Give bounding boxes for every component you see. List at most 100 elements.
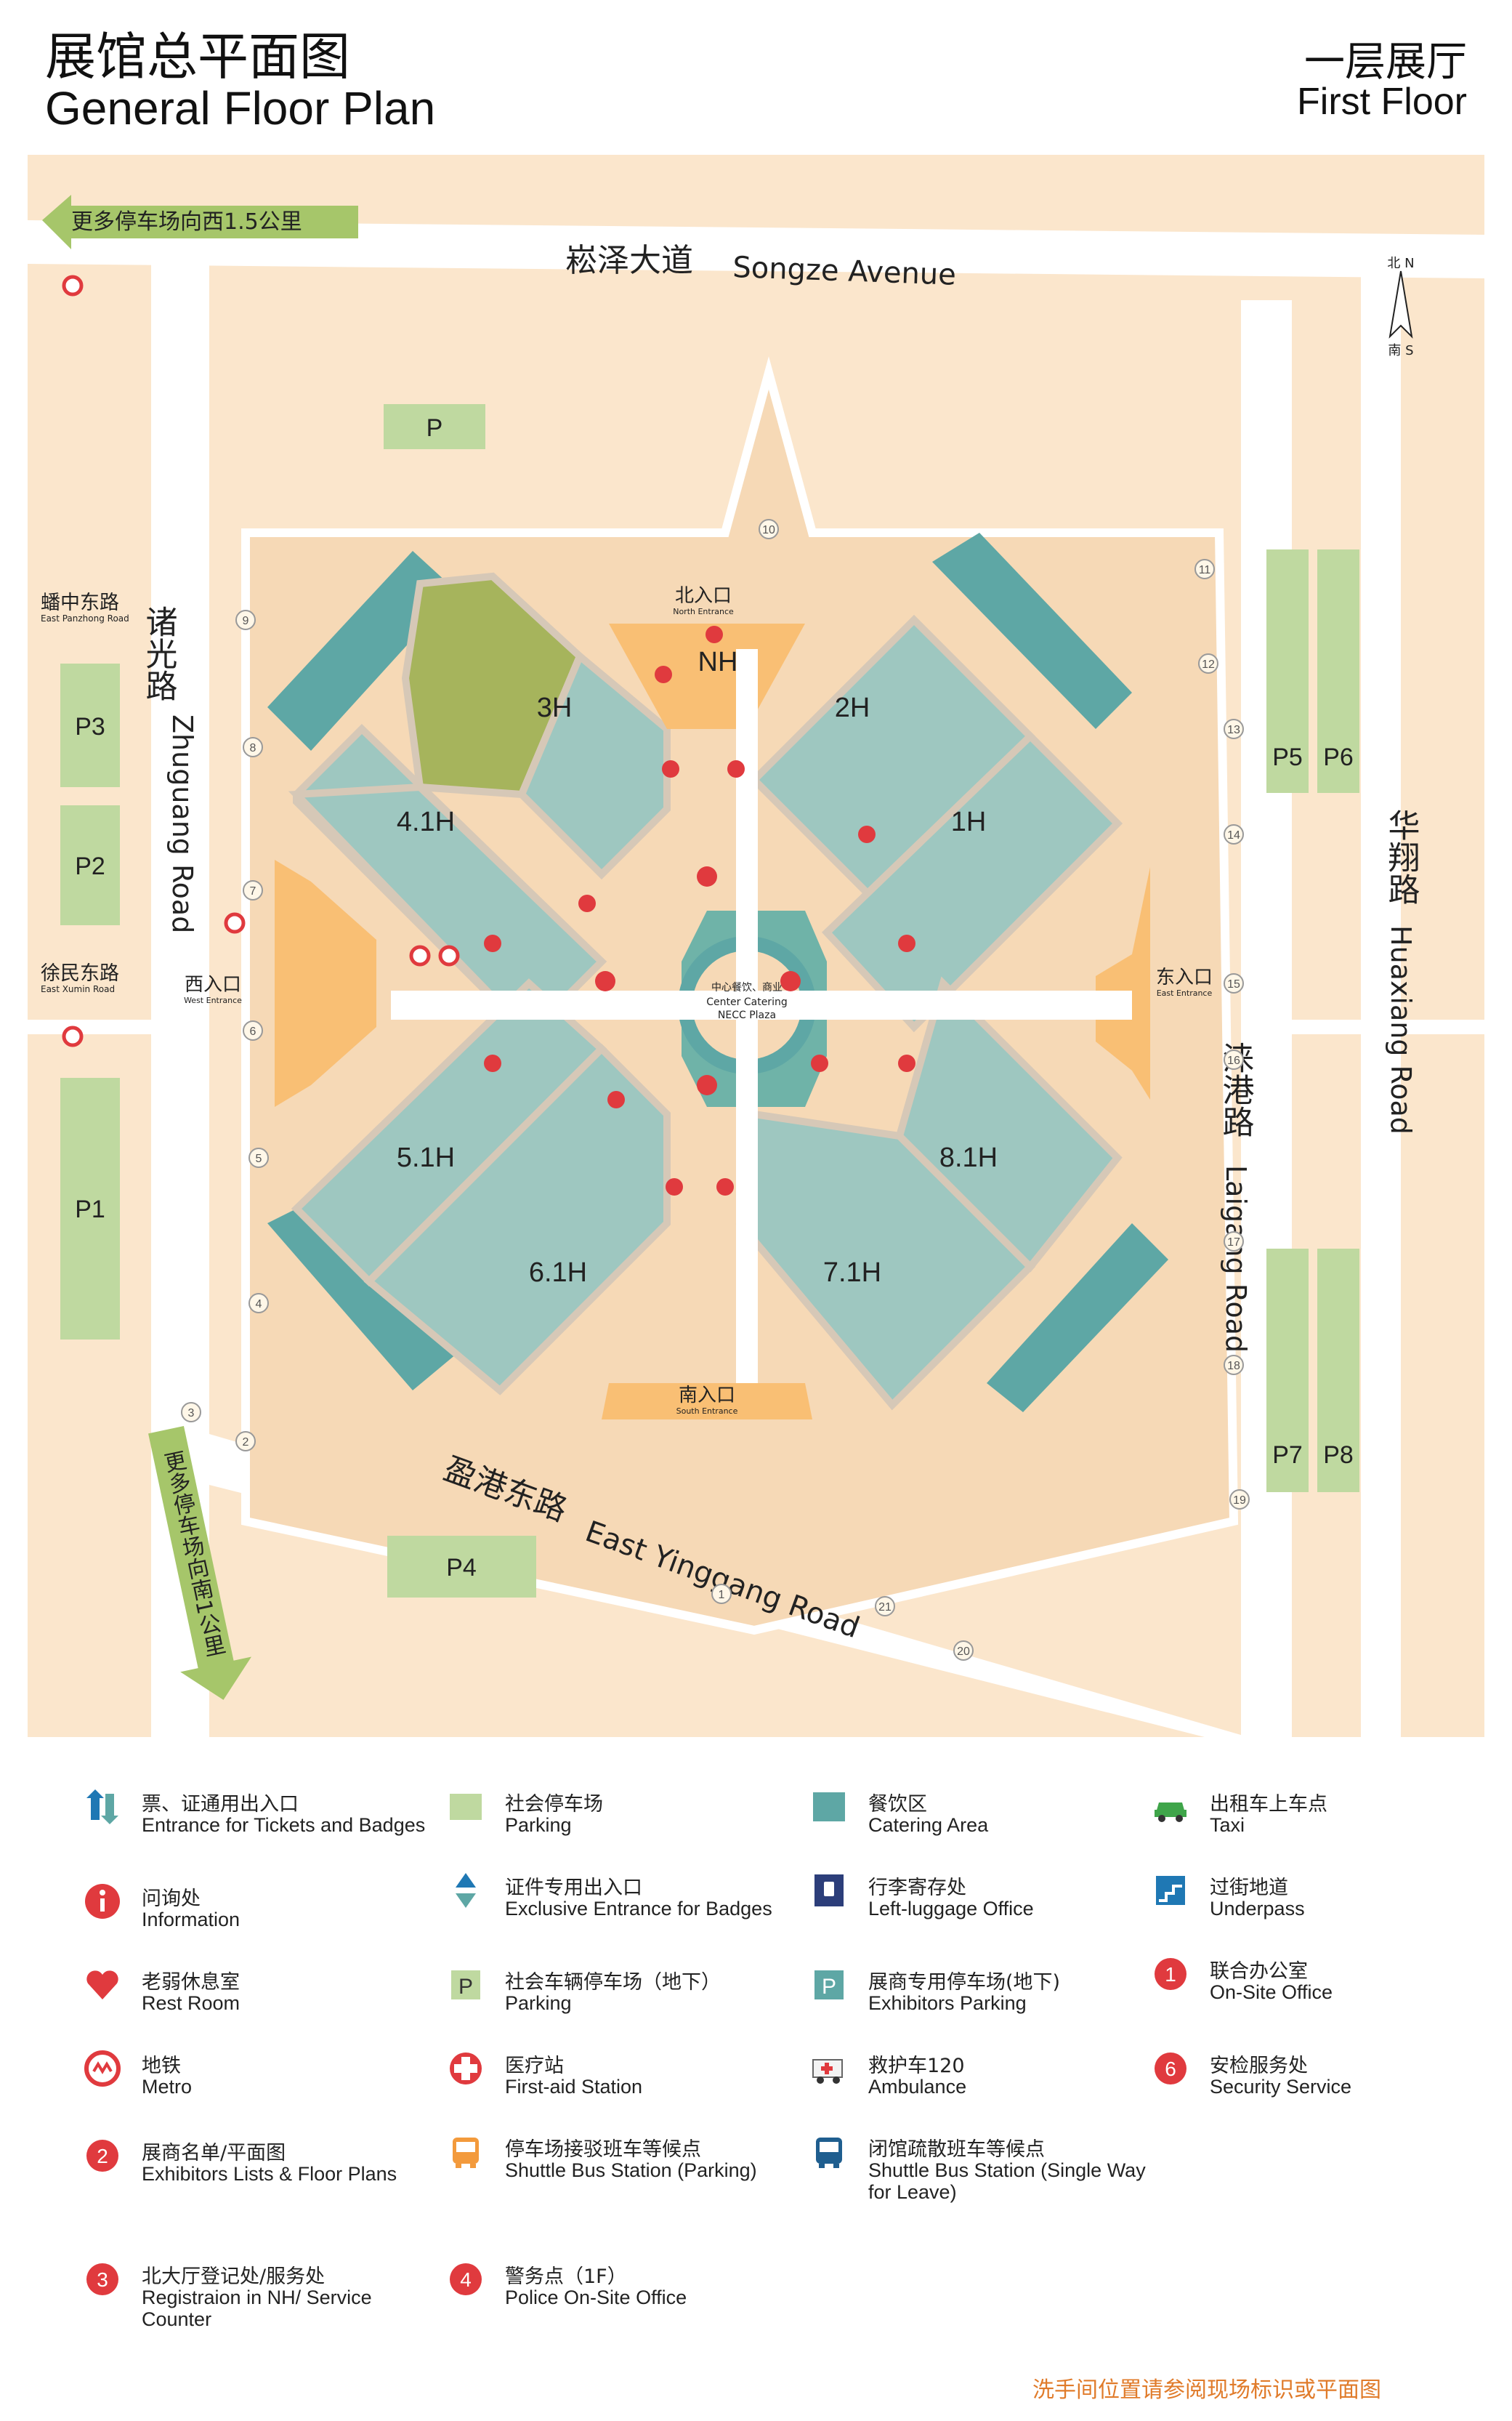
compass-needle-icon xyxy=(1388,270,1413,339)
ticket-entrance-icon xyxy=(86,1789,118,1824)
gate-number: 1 xyxy=(719,1589,725,1601)
gate-marker xyxy=(1229,1489,1250,1510)
south-entrance xyxy=(602,1383,812,1419)
svg-text:P: P xyxy=(458,1975,473,1999)
compass: 北 N 南 S xyxy=(1387,256,1414,358)
west-entrance-cn: 西入口 xyxy=(185,974,241,996)
halls xyxy=(288,572,1123,1411)
hall-label-5-1h: 5.1H xyxy=(397,1143,455,1173)
west-entrance xyxy=(275,860,376,1107)
svg-text:4: 4 xyxy=(460,2268,472,2291)
gate-marker xyxy=(1224,973,1244,994)
gate-marker xyxy=(759,519,779,539)
road-north-en: Songze Avenue xyxy=(732,251,957,292)
gate-marker xyxy=(1224,824,1244,845)
lot-labels: P P1 P2 P3 P4 P5 P6 P7 P8 xyxy=(75,414,1354,1582)
gate-number: 21 xyxy=(878,1601,892,1614)
lot-label-p7: P7 xyxy=(1272,1441,1303,1469)
road-north-cn: 崧泽大道 xyxy=(565,242,693,279)
catering-icon xyxy=(813,1792,845,1821)
road-panzhong-cn: 蟠中东路 xyxy=(41,592,119,614)
security-icon: 6 xyxy=(1155,2053,1186,2084)
svg-text:6: 6 xyxy=(1165,2058,1176,2080)
rest-room-heart-icon xyxy=(86,1970,118,1999)
exhibitors-list-icon: 2 xyxy=(86,2140,118,2172)
gate-number: 14 xyxy=(1227,829,1240,842)
ambulance-icon xyxy=(812,2059,843,2084)
lot-label-p2: P2 xyxy=(75,853,105,880)
parking-lot-p5 xyxy=(1266,549,1309,793)
gate-number: 11 xyxy=(1199,564,1211,576)
road-west-en: Zhuguang Road xyxy=(166,714,198,933)
south-entrance-en: South Entrance xyxy=(676,1406,738,1416)
badge-entrance-icon xyxy=(456,1873,476,1908)
lot-label-p1: P1 xyxy=(75,1196,105,1223)
hall-labels: 3H NH 2H 1H 4.1H 5.1H 6.1H 7.1H 8.1H xyxy=(397,647,998,1288)
plaza-label-en2: NECC Plaza xyxy=(718,1010,776,1021)
road-xumin-en: East Xumin Road xyxy=(41,984,115,994)
parking-lot-p8 xyxy=(1317,1249,1359,1492)
page-title-en: General Floor Plan xyxy=(45,82,436,134)
parking-lots xyxy=(60,404,1359,1598)
gate-marker xyxy=(1198,653,1218,674)
entrance-labels: 北入口 North Entrance 南入口 South Entrance 西入… xyxy=(184,585,1213,1416)
gate-marker xyxy=(243,880,263,901)
police-icon: 4 xyxy=(450,2263,482,2295)
hall-label-6-1h: 6.1H xyxy=(529,1257,587,1288)
hall-8-1h xyxy=(895,976,1123,1273)
gate-number: 8 xyxy=(250,742,256,754)
legend: 票、证通用出入口 Entrance for Tickets and Badges… xyxy=(0,1759,1512,2398)
road-far-east-en: Huaxiang Road xyxy=(1385,925,1417,1135)
information-points xyxy=(595,866,801,1095)
taxi-icon xyxy=(1155,1802,1186,1822)
svg-text:2: 2 xyxy=(97,2145,108,2167)
first-aid-icon xyxy=(450,2053,482,2084)
road-panzhong-en: East Panzhong Road xyxy=(41,613,129,624)
gate-marker xyxy=(235,1431,256,1451)
gate-marker xyxy=(243,737,263,757)
shuttle-parking-icon xyxy=(453,2138,479,2168)
gate-number: 5 xyxy=(256,1153,262,1165)
east-entrance xyxy=(1096,867,1150,1100)
hall-label-8-1h: 8.1H xyxy=(939,1143,998,1173)
exhibitor-parking-icon: P xyxy=(814,1970,844,1999)
lot-label-p6: P6 xyxy=(1323,744,1354,771)
gate-number: 10 xyxy=(762,524,775,536)
road-xumin-cn: 徐民东路 xyxy=(41,962,119,985)
gate-marker xyxy=(953,1640,974,1661)
parking-lot-p3 xyxy=(60,664,120,787)
svg-text:P: P xyxy=(822,1975,836,1999)
gate-number: 12 xyxy=(1202,658,1215,671)
road-east-en: Laigang Road xyxy=(1220,1165,1252,1353)
gate-marker xyxy=(181,1402,201,1422)
north-entrance-en: North Entrance xyxy=(673,607,734,616)
hall-label-2h: 2H xyxy=(835,693,870,723)
north-entrance-cn: 北入口 xyxy=(675,585,732,607)
gate-number: 4 xyxy=(256,1298,262,1310)
gate-marker xyxy=(875,1596,895,1616)
hall-label-nh: NH xyxy=(698,647,738,677)
information-icon xyxy=(85,1884,120,1919)
gate-number: 15 xyxy=(1227,978,1240,991)
gate-number: 16 xyxy=(1227,1055,1240,1067)
gate-number: 2 xyxy=(243,1436,249,1449)
gate-marker xyxy=(711,1584,732,1604)
road-far-east-cn: 华翔路 xyxy=(1383,809,1420,905)
metro-icon xyxy=(84,2050,121,2087)
gate-number: 6 xyxy=(250,1026,256,1038)
gate-number: 3 xyxy=(188,1407,195,1419)
compass-north: 北 N xyxy=(1387,256,1414,271)
page-title-cn: 展馆总平面图 xyxy=(45,27,350,86)
parking-lot-p4 xyxy=(387,1536,536,1598)
east-entrance-cn: 东入口 xyxy=(1156,967,1213,988)
hall-6-1h xyxy=(363,1043,671,1395)
shuttle-leave-icon xyxy=(816,2138,842,2168)
underground-parking-icon: P xyxy=(451,1970,480,1999)
gate-number: 18 xyxy=(1227,1360,1240,1372)
onsite-badges xyxy=(484,626,915,1196)
gate-number: 17 xyxy=(1227,1236,1240,1249)
parking-lot-p1 xyxy=(60,1078,120,1340)
west-parking-note: 更多停车场向西1.5公里 xyxy=(71,209,302,235)
catering-areas xyxy=(267,533,1168,1412)
